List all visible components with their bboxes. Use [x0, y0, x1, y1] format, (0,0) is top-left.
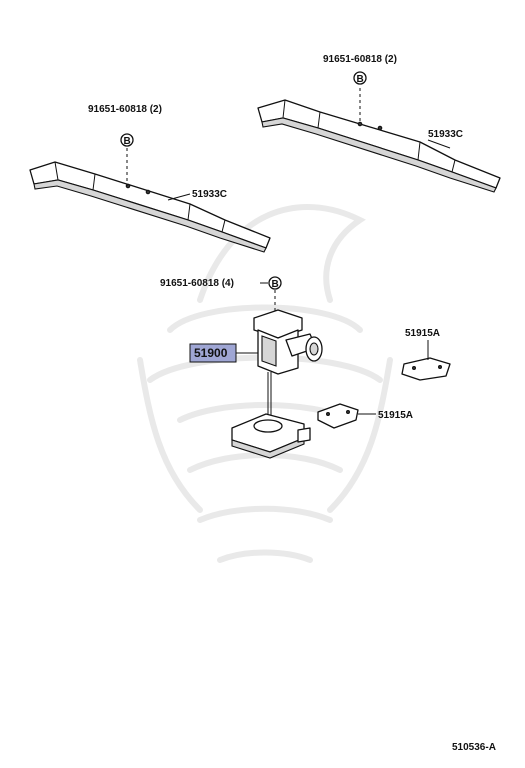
bolt-label-center: 91651-60818 (4): [160, 278, 234, 289]
marker-b-label: B: [124, 136, 131, 147]
spare-wheel-carrier: [231, 309, 323, 459]
marker-b-label: B: [357, 74, 364, 85]
carrier-part-label: 51900: [194, 346, 228, 360]
plate-lower: [317, 403, 359, 429]
bolt-hole: [377, 125, 383, 131]
bolt-hole: [357, 121, 363, 127]
diagram-code: 510536-A: [452, 742, 496, 753]
marker-b-label: B: [272, 279, 279, 290]
marker-b-icon: [120, 133, 134, 147]
bracket-label-left: 51933C: [192, 189, 227, 200]
bolt-label-top-left: 91651-60818 (2): [88, 104, 162, 115]
bolt-hole: [145, 189, 151, 195]
watermark-emblem: [137, 204, 393, 563]
plate-upper: [401, 357, 451, 381]
marker-b-icon: [353, 71, 367, 85]
bracket-label-right: 51933C: [428, 129, 463, 140]
plate-label-lower: 51915A: [378, 410, 413, 421]
bracket-left: [29, 161, 271, 253]
bolt-label-top-right: 91651-60818 (2): [323, 54, 397, 65]
marker-b-icon: [268, 276, 282, 290]
bracket-right: [257, 99, 501, 193]
plate-label-upper: 51915A: [405, 328, 440, 339]
